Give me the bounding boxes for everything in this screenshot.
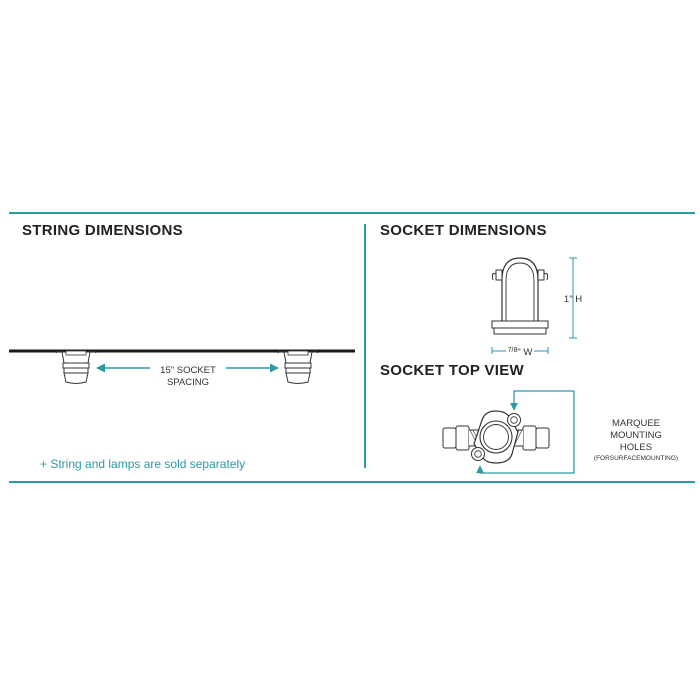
socket-height-label: 1" H — [564, 294, 582, 305]
spacing-label-line2: SPACING — [167, 377, 209, 388]
socket-width-suffix: " W — [517, 347, 532, 358]
mounting-holes-label-line4: (FORSURFACEMOUNTING) — [594, 455, 678, 462]
string-socket-right — [277, 350, 319, 384]
bottom-divider — [9, 481, 695, 483]
mounting-holes-label-line3: HOLES — [620, 442, 652, 453]
socket-top-view-drawing: MARQUEE MOUNTING HOLES (FORSURFACEMOUNTI… — [442, 390, 678, 474]
socket-dimensions-heading: SOCKET DIMENSIONS — [380, 222, 547, 239]
mounting-holes-leader-bottom — [476, 391, 575, 474]
socket-side-view: 1" H 7/8" W — [491, 257, 582, 358]
center-divider — [364, 224, 366, 468]
socket-width-label: 7/8" W — [508, 347, 533, 358]
top-divider — [9, 212, 695, 214]
mounting-holes-label-line2: MOUNTING — [610, 430, 662, 441]
sold-separately-note: + String and lamps are sold separately — [40, 457, 246, 471]
string-socket-left — [55, 350, 97, 384]
socket-width-fraction: 7/8 — [508, 347, 518, 354]
mounting-holes-leader-top — [510, 390, 574, 411]
string-dimensions-heading: STRING DIMENSIONS — [22, 222, 183, 239]
mounting-holes-label-line1: MARQUEE — [612, 418, 660, 429]
string-cable-drawing: 15" SOCKET SPACING — [9, 349, 355, 388]
socket-top-view-heading: SOCKET TOP VIEW — [380, 362, 524, 379]
spacing-label-line1: 15" SOCKET — [160, 365, 216, 376]
